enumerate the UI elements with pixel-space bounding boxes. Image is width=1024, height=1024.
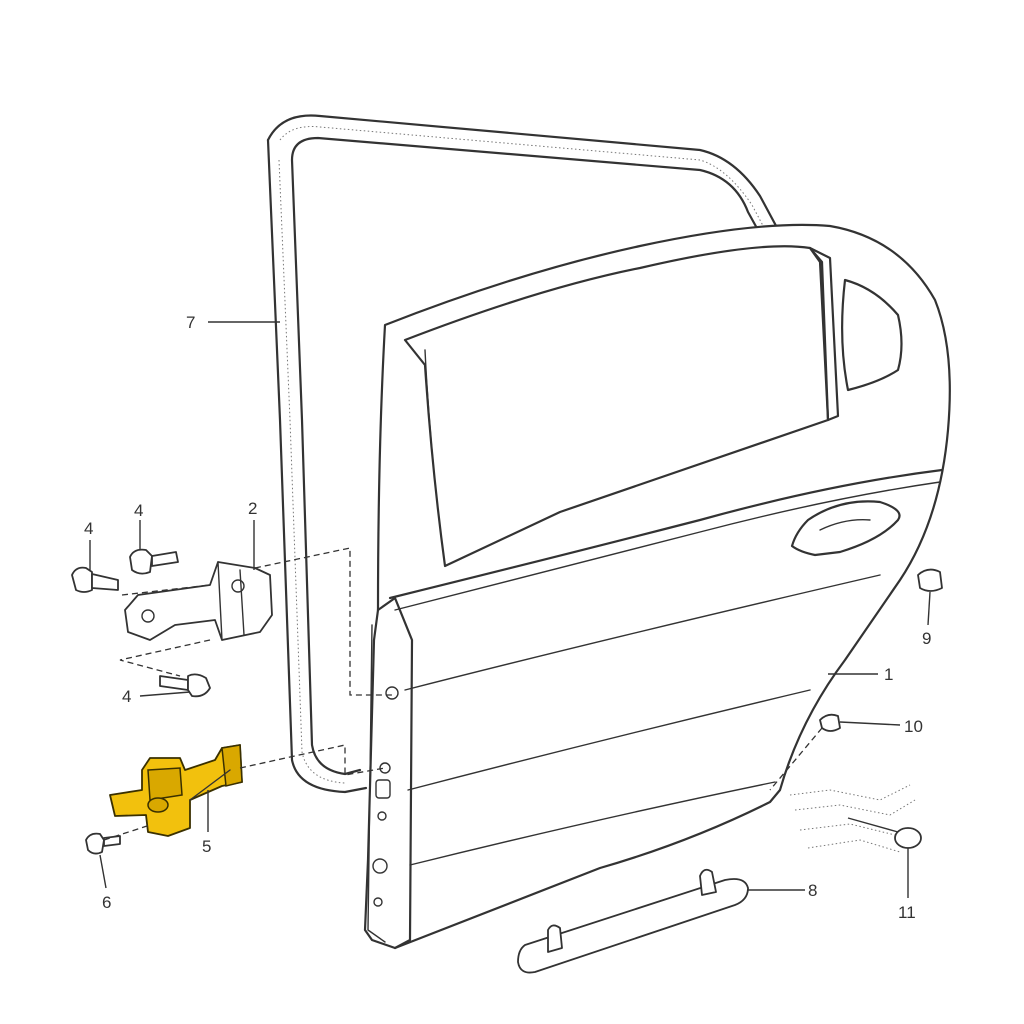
callout-2: 2 [248,499,257,518]
clip-part-9 [917,568,943,592]
callout-labels: 1 2 4 4 4 5 6 7 8 9 10 11 [84,313,931,922]
assembly-lines [103,547,823,841]
sill-area-detail [789,784,916,853]
bolt-part-4-bottom [159,673,211,698]
callout-5: 5 [202,837,211,856]
upper-hinge-part-2 [124,561,273,641]
callout-10: 10 [904,717,923,736]
plug-part-10 [819,713,841,732]
callout-11: 11 [898,903,916,922]
callout-8: 8 [808,881,817,900]
leader-lines [89,321,931,898]
callout-4-left: 4 [84,519,93,538]
door-shell-part-1 [363,223,951,950]
callout-4-bottom: 4 [122,687,131,706]
plug-part-11 [894,827,922,849]
callout-6: 6 [102,893,111,912]
bolt-part-4-top [129,548,179,575]
trim-strip-part-8 [517,868,749,974]
door-check-part-5 [109,744,243,837]
bolt-part-4-left [71,566,119,593]
callout-7: 7 [186,313,195,332]
callout-4-top: 4 [134,501,143,520]
callout-1: 1 [884,665,893,684]
callout-9: 9 [922,629,931,648]
